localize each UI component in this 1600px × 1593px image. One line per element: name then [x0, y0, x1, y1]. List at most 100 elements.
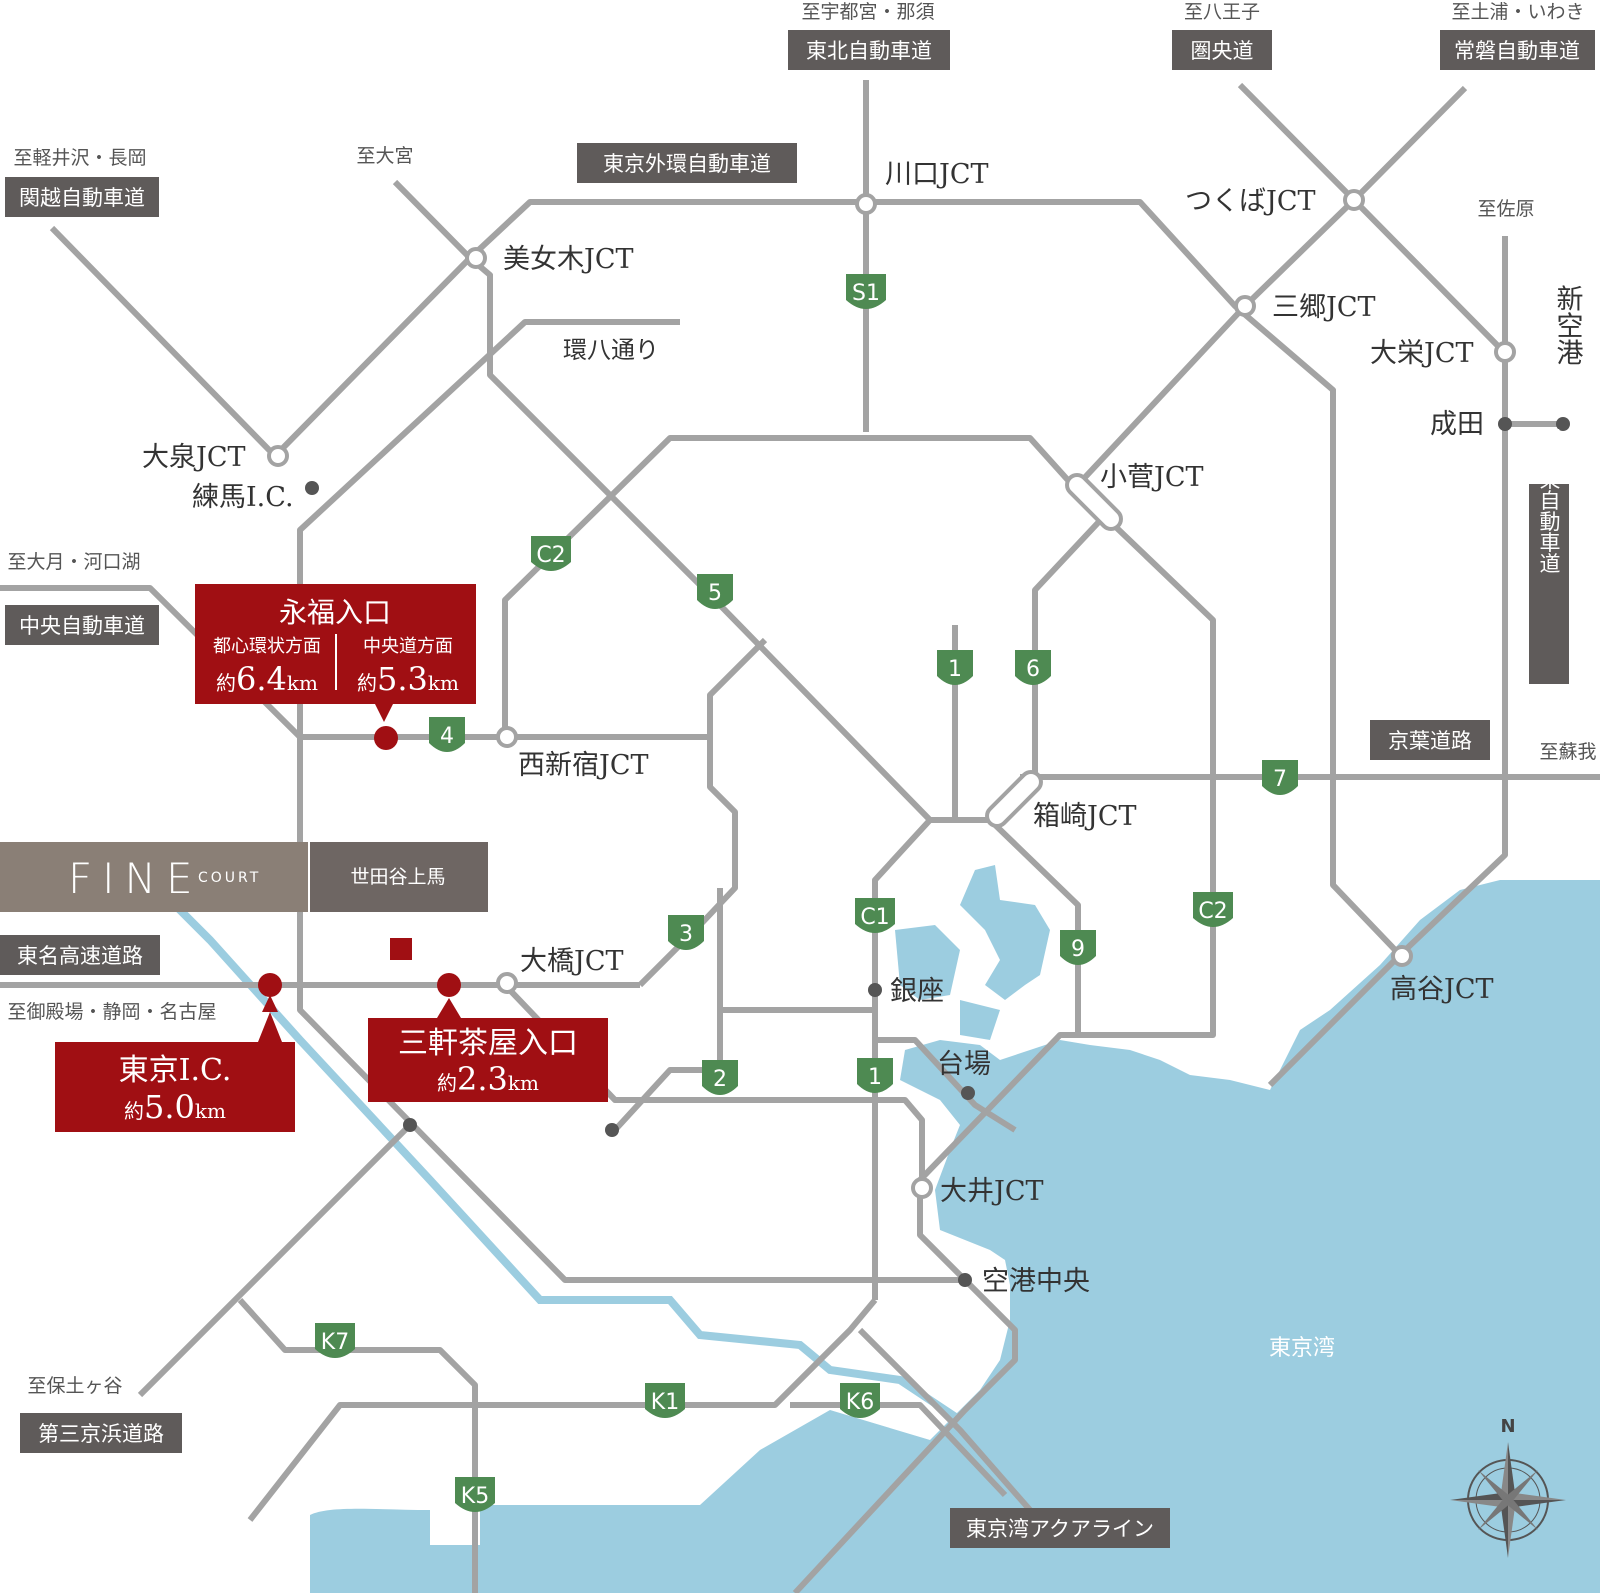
compass-icon: N [1450, 1416, 1566, 1558]
route-badge-shape [846, 274, 886, 309]
route-badge-shape [1015, 650, 1051, 685]
tokyo-bay [310, 880, 1600, 1593]
label-tsukuba: つくばJCT [1185, 186, 1316, 217]
route-badge-shape [702, 1060, 738, 1095]
gaikan-label: 東京外環自動車道 [603, 152, 771, 176]
gaikan-box [577, 143, 797, 183]
label-tokyowan: 東京湾 [1269, 1336, 1335, 1361]
route-badge: C2 [1193, 892, 1233, 927]
route-badge-label: 6 [1026, 657, 1040, 682]
route-badge-label: 2 [713, 1067, 727, 1092]
road-kanetsu [49, 225, 278, 459]
daiba-dot [961, 1086, 975, 1100]
route-badge-shape [840, 1383, 880, 1418]
route-badge: 7 [1262, 760, 1298, 795]
route-badge: K6 [840, 1383, 880, 1418]
route-badge: K1 [645, 1383, 685, 1418]
route-badge-label: 1 [948, 657, 962, 682]
label-oizumi: 大泉JCT [142, 442, 246, 473]
kanetsu-box [5, 177, 159, 217]
aqualine-box [950, 1508, 1170, 1548]
road-wangan [792, 1185, 1018, 1593]
label-misato: 三郷JCT [1272, 292, 1376, 323]
junction-tsukuba [1343, 189, 1365, 211]
ginza-dot [868, 983, 882, 997]
dest-omiya: 至大宮 [356, 145, 413, 167]
dest-otsuki: 至大月・河口湖 [7, 551, 140, 573]
label-nishishinjuku: 西新宿JCT [518, 750, 649, 781]
route-badge-label: 4 [440, 724, 454, 749]
route-badge-shape [1060, 930, 1096, 965]
dest-tsuchiura: 至土浦・いわき [1451, 1, 1584, 23]
label-narita: 成田 [1430, 409, 1484, 440]
road-k1 [247, 1298, 878, 1522]
label-oi: 大井JCT [940, 1176, 1044, 1207]
hodogaya-dot [403, 1118, 417, 1132]
kuko-dot [958, 1273, 972, 1287]
route-badge-label: C2 [536, 543, 565, 568]
route-badge: 5 [697, 574, 733, 609]
junction-takaya [1391, 945, 1413, 967]
route-badge-label: 7 [1273, 767, 1287, 792]
route-badge-shape [1193, 892, 1233, 927]
aqualine-label: 東京湾アクアライン [966, 1517, 1154, 1541]
eifuku-right-label: 中央道方面 [363, 636, 453, 657]
route-badge-shape [937, 650, 973, 685]
route-badge-shape [429, 717, 465, 752]
road-omiya [392, 179, 718, 603]
junction-kawaguchi [855, 193, 877, 215]
kenodo-box [1172, 30, 1272, 70]
callout-eifuku: 永福入口 都心環状方面 中央道方面 約6.4km 約5.3km [195, 584, 476, 750]
route-badge: 3 [668, 915, 704, 950]
road-higashikanto [1397, 236, 1508, 958]
road-daisankeihin [137, 1122, 413, 1398]
compass-n: N [1500, 1416, 1515, 1437]
route-badge: C2 [531, 536, 571, 571]
junction-kosuge [1065, 473, 1123, 531]
route-badge: 9 [1060, 930, 1096, 965]
higashikanto-label: 東関東自動車道 [1537, 427, 1561, 574]
keiyo-box [1370, 720, 1490, 760]
route-badge: C1 [855, 898, 895, 933]
route-badge-label: 5 [708, 581, 722, 606]
route-badge-label: 9 [1071, 937, 1085, 962]
route-badge-label: K5 [461, 1484, 489, 1509]
label-ohashi: 大橋JCT [520, 946, 624, 977]
junction-daiei [1494, 341, 1516, 363]
route-badge-shape [855, 898, 895, 933]
route-badge-label: 1 [868, 1065, 882, 1090]
callout-tokyo-ic: 東京I.C. 約5.0km [55, 973, 295, 1132]
junction-ohashi [496, 972, 518, 994]
road-joban [1072, 85, 1468, 491]
dest-gotemba: 至御殿場・静岡・名古屋 [7, 1001, 216, 1023]
callout-sangenjaya: 三軒茶屋入口 約2.3km [368, 973, 608, 1102]
dest-soga: 至蘇我 [1539, 741, 1596, 763]
route-badge-shape [697, 574, 733, 609]
daisankeihin-box [20, 1413, 182, 1453]
brand-name: FINE [68, 854, 203, 903]
eifuku-title: 永福入口 [279, 596, 391, 629]
label-daiei: 大栄JCT [1370, 338, 1474, 369]
shinkuko-dot [1556, 417, 1570, 431]
route-badge: 1 [857, 1058, 893, 1093]
tomei-box [0, 935, 160, 975]
route-badge-shape [315, 1323, 355, 1358]
tohoku-label: 東北自動車道 [806, 39, 932, 63]
route2-end-dot [605, 1123, 619, 1137]
label-kuko: 空港中央 [982, 1266, 1090, 1297]
route-badge-label: K7 [321, 1330, 349, 1355]
dest-hachioji: 至八王子 [1184, 1, 1260, 23]
nerima-dot [305, 481, 319, 495]
eifuku-left-dist: 約6.4km [216, 660, 318, 698]
route-badge-label: C1 [860, 905, 889, 930]
route-badge-shape [1262, 760, 1298, 795]
junction-hakozaki [985, 770, 1043, 828]
road-daiba [875, 1037, 1017, 1133]
port-area-2 [895, 925, 960, 1000]
label-takaya: 高谷JCT [1390, 974, 1494, 1005]
route-badge-shape [645, 1383, 685, 1418]
route-badge-shape [531, 536, 571, 571]
route-badge: 1 [937, 650, 973, 685]
route-badge-label: K1 [651, 1390, 679, 1415]
narita-dot [1498, 417, 1512, 431]
